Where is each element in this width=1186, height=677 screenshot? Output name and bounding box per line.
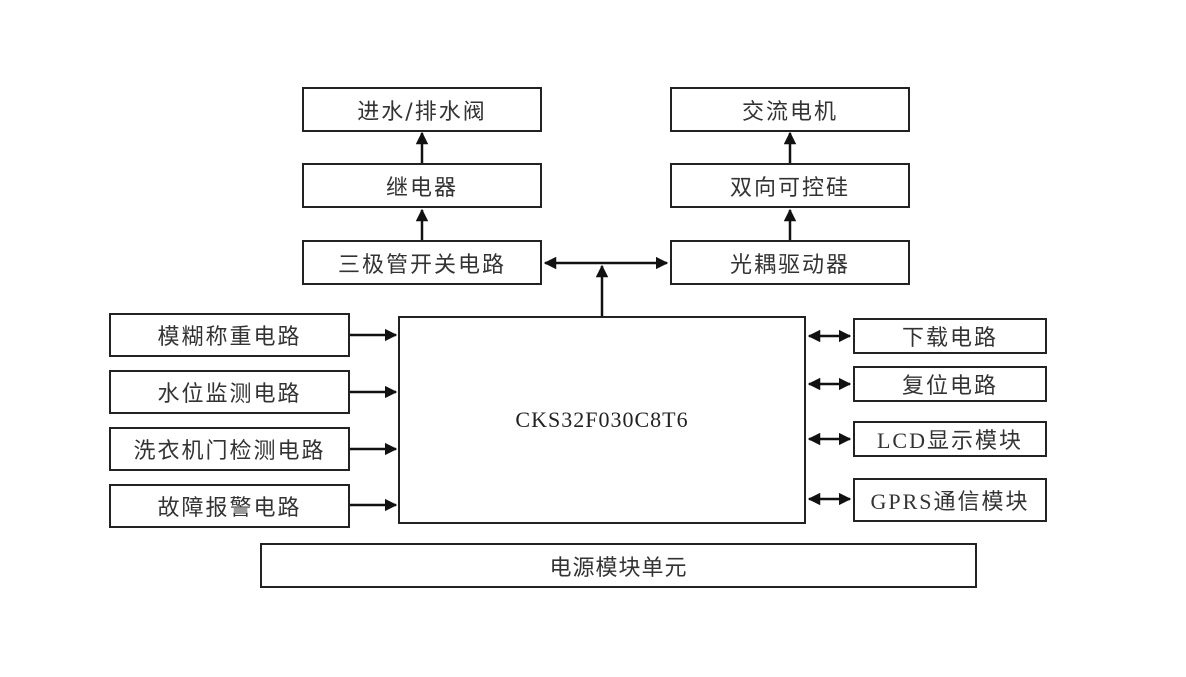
reset-circuit-label: 复位电路: [901, 374, 998, 399]
mcu-box: CKS32F030C8T6: [398, 316, 806, 524]
mcu-label: CKS32F030C8T6: [515, 407, 689, 432]
relay-label: 继电器: [385, 175, 458, 201]
transistor-switch-box: 三极管开关电路: [302, 240, 542, 285]
weighing-circuit-box: 模糊称重电路: [109, 313, 350, 357]
lcd-module-label: LCD显示模块: [876, 428, 1023, 453]
power-module-box: 电源模块单元: [260, 543, 977, 588]
download-circuit-box: 下载电路: [853, 318, 1047, 354]
door-detect-circuit-box: 洗衣机门检测电路: [109, 427, 350, 471]
weighing-circuit-label: 模糊称重电路: [157, 325, 302, 350]
gprs-module-label: GPRS通信模块: [870, 489, 1030, 514]
gprs-module-box: GPRS通信模块: [853, 478, 1047, 522]
water-level-circuit-label: 水位监测电路: [157, 382, 302, 407]
fault-alarm-circuit-box: 故障报警电路: [109, 484, 350, 528]
optocoupler-box: 光耦驱动器: [670, 240, 910, 285]
power-module-label: 电源模块单元: [549, 555, 688, 581]
ac-motor-label: 交流电机: [741, 99, 838, 125]
transistor-switch-label: 三极管开关电路: [337, 252, 506, 278]
valve-box: 进水/排水阀: [302, 87, 542, 132]
relay-box: 继电器: [302, 163, 542, 208]
door-detect-circuit-label: 洗衣机门检测电路: [133, 439, 326, 464]
reset-circuit-box: 复位电路: [853, 366, 1047, 402]
valve-label: 进水/排水阀: [357, 99, 487, 125]
triac-box: 双向可控硅: [670, 163, 910, 208]
lcd-module-box: LCD显示模块: [853, 421, 1047, 457]
download-circuit-label: 下载电路: [901, 326, 998, 351]
fault-alarm-circuit-label: 故障报警电路: [157, 496, 302, 521]
optocoupler-label: 光耦驱动器: [729, 252, 850, 278]
ac-motor-box: 交流电机: [670, 87, 910, 132]
water-level-circuit-box: 水位监测电路: [109, 370, 350, 414]
triac-label: 双向可控硅: [729, 175, 850, 201]
